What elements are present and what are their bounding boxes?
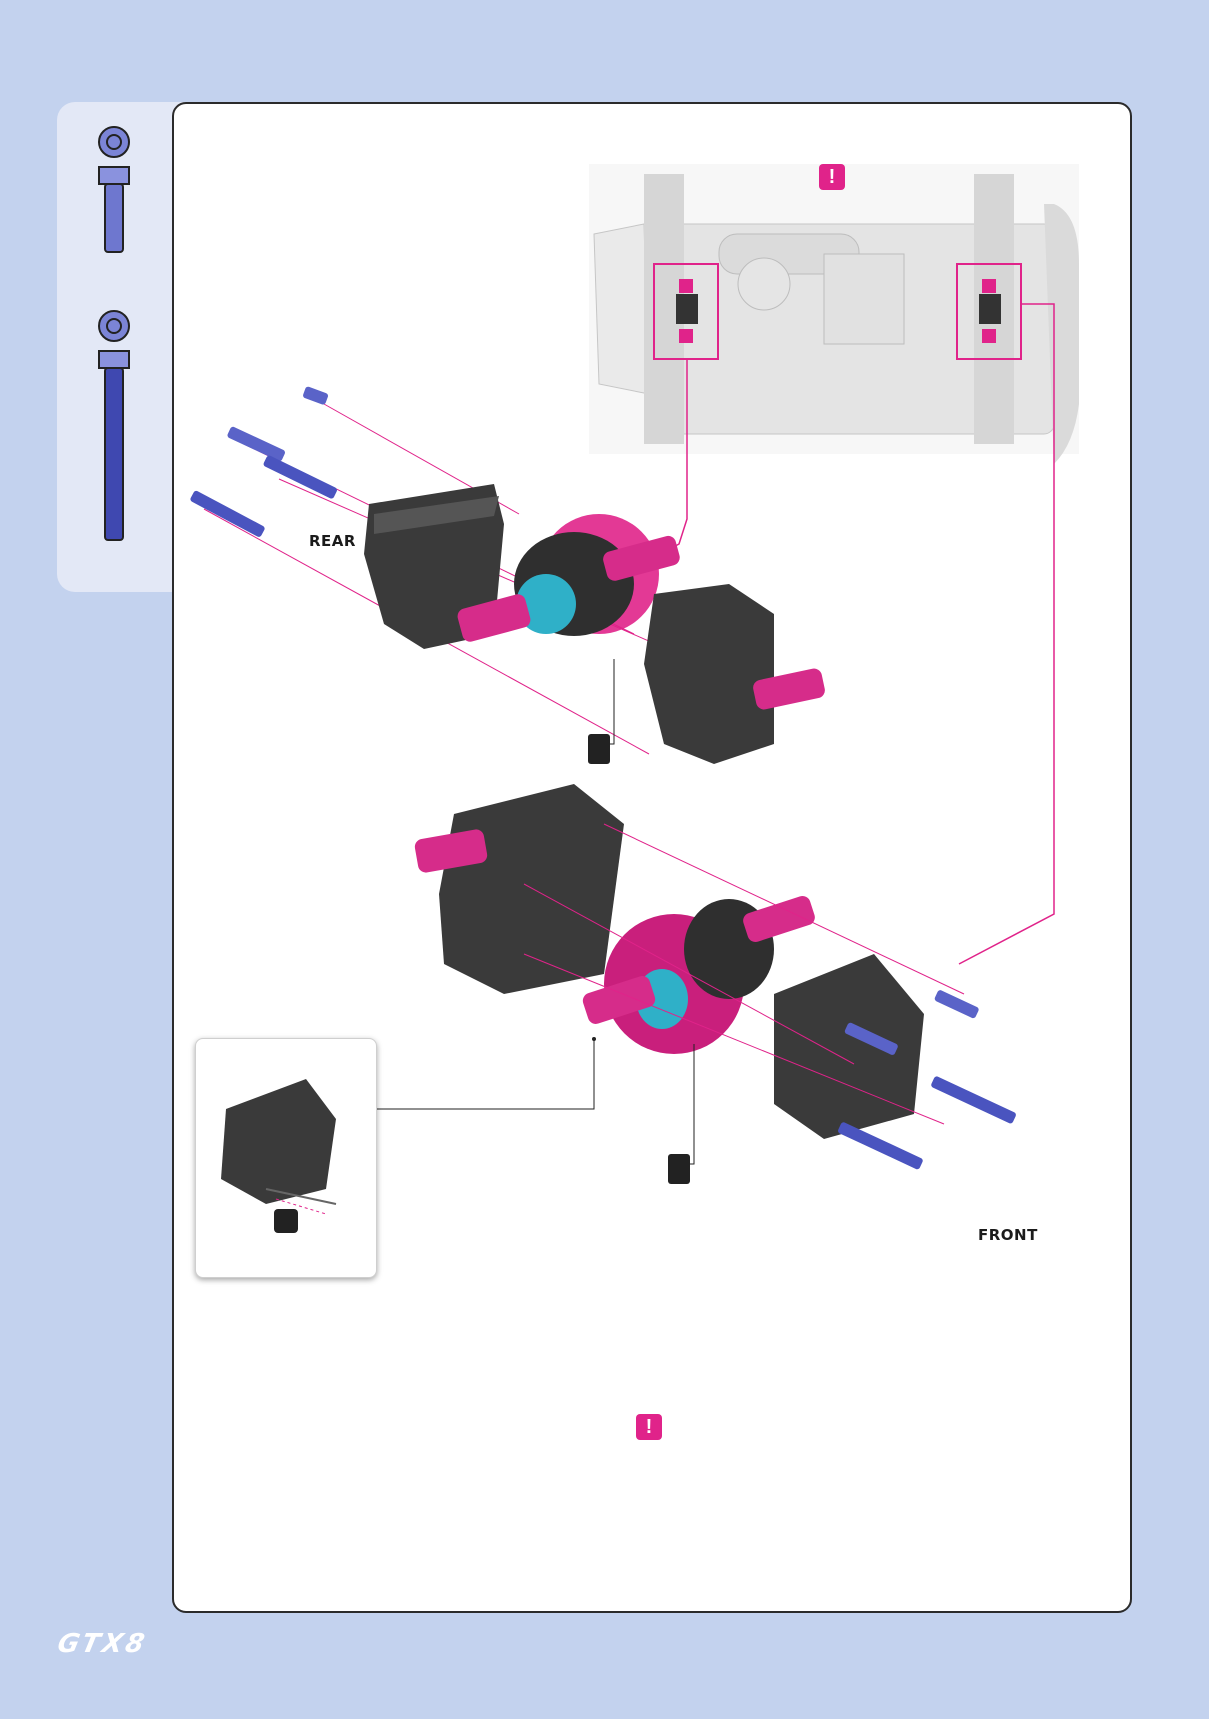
parts-screws-illustration [57,102,187,592]
front-label: FRONT [978,1226,1038,1244]
inset-gearbox-illustration [196,1039,376,1277]
front-gearbox-right [774,954,924,1139]
hudy-grease-icon [668,1154,690,1184]
car-overview [589,164,1079,464]
front-label-text: FRONT [978,1226,1038,1244]
cutter-tool-icon [274,1209,298,1233]
rear-label: REAR [309,532,356,550]
gtx8-logo: GTX8 [55,1629,150,1659]
front-gearbox-left [414,784,624,994]
assembly-illustration [174,104,1132,1613]
short-screw-icon [99,127,129,252]
long-screw-icon [99,311,129,540]
instruction-panel: REAR FRONT ! ! [172,102,1132,1613]
exclamation-icon: ! [819,164,845,190]
exclamation-icon: ! [636,1414,662,1440]
rear-gearbox-right [644,584,826,764]
hudy-grease-icon [588,734,610,764]
inset-detail-box [195,1038,377,1278]
rear-label-text: REAR [309,532,356,550]
parts-panel [57,102,187,592]
